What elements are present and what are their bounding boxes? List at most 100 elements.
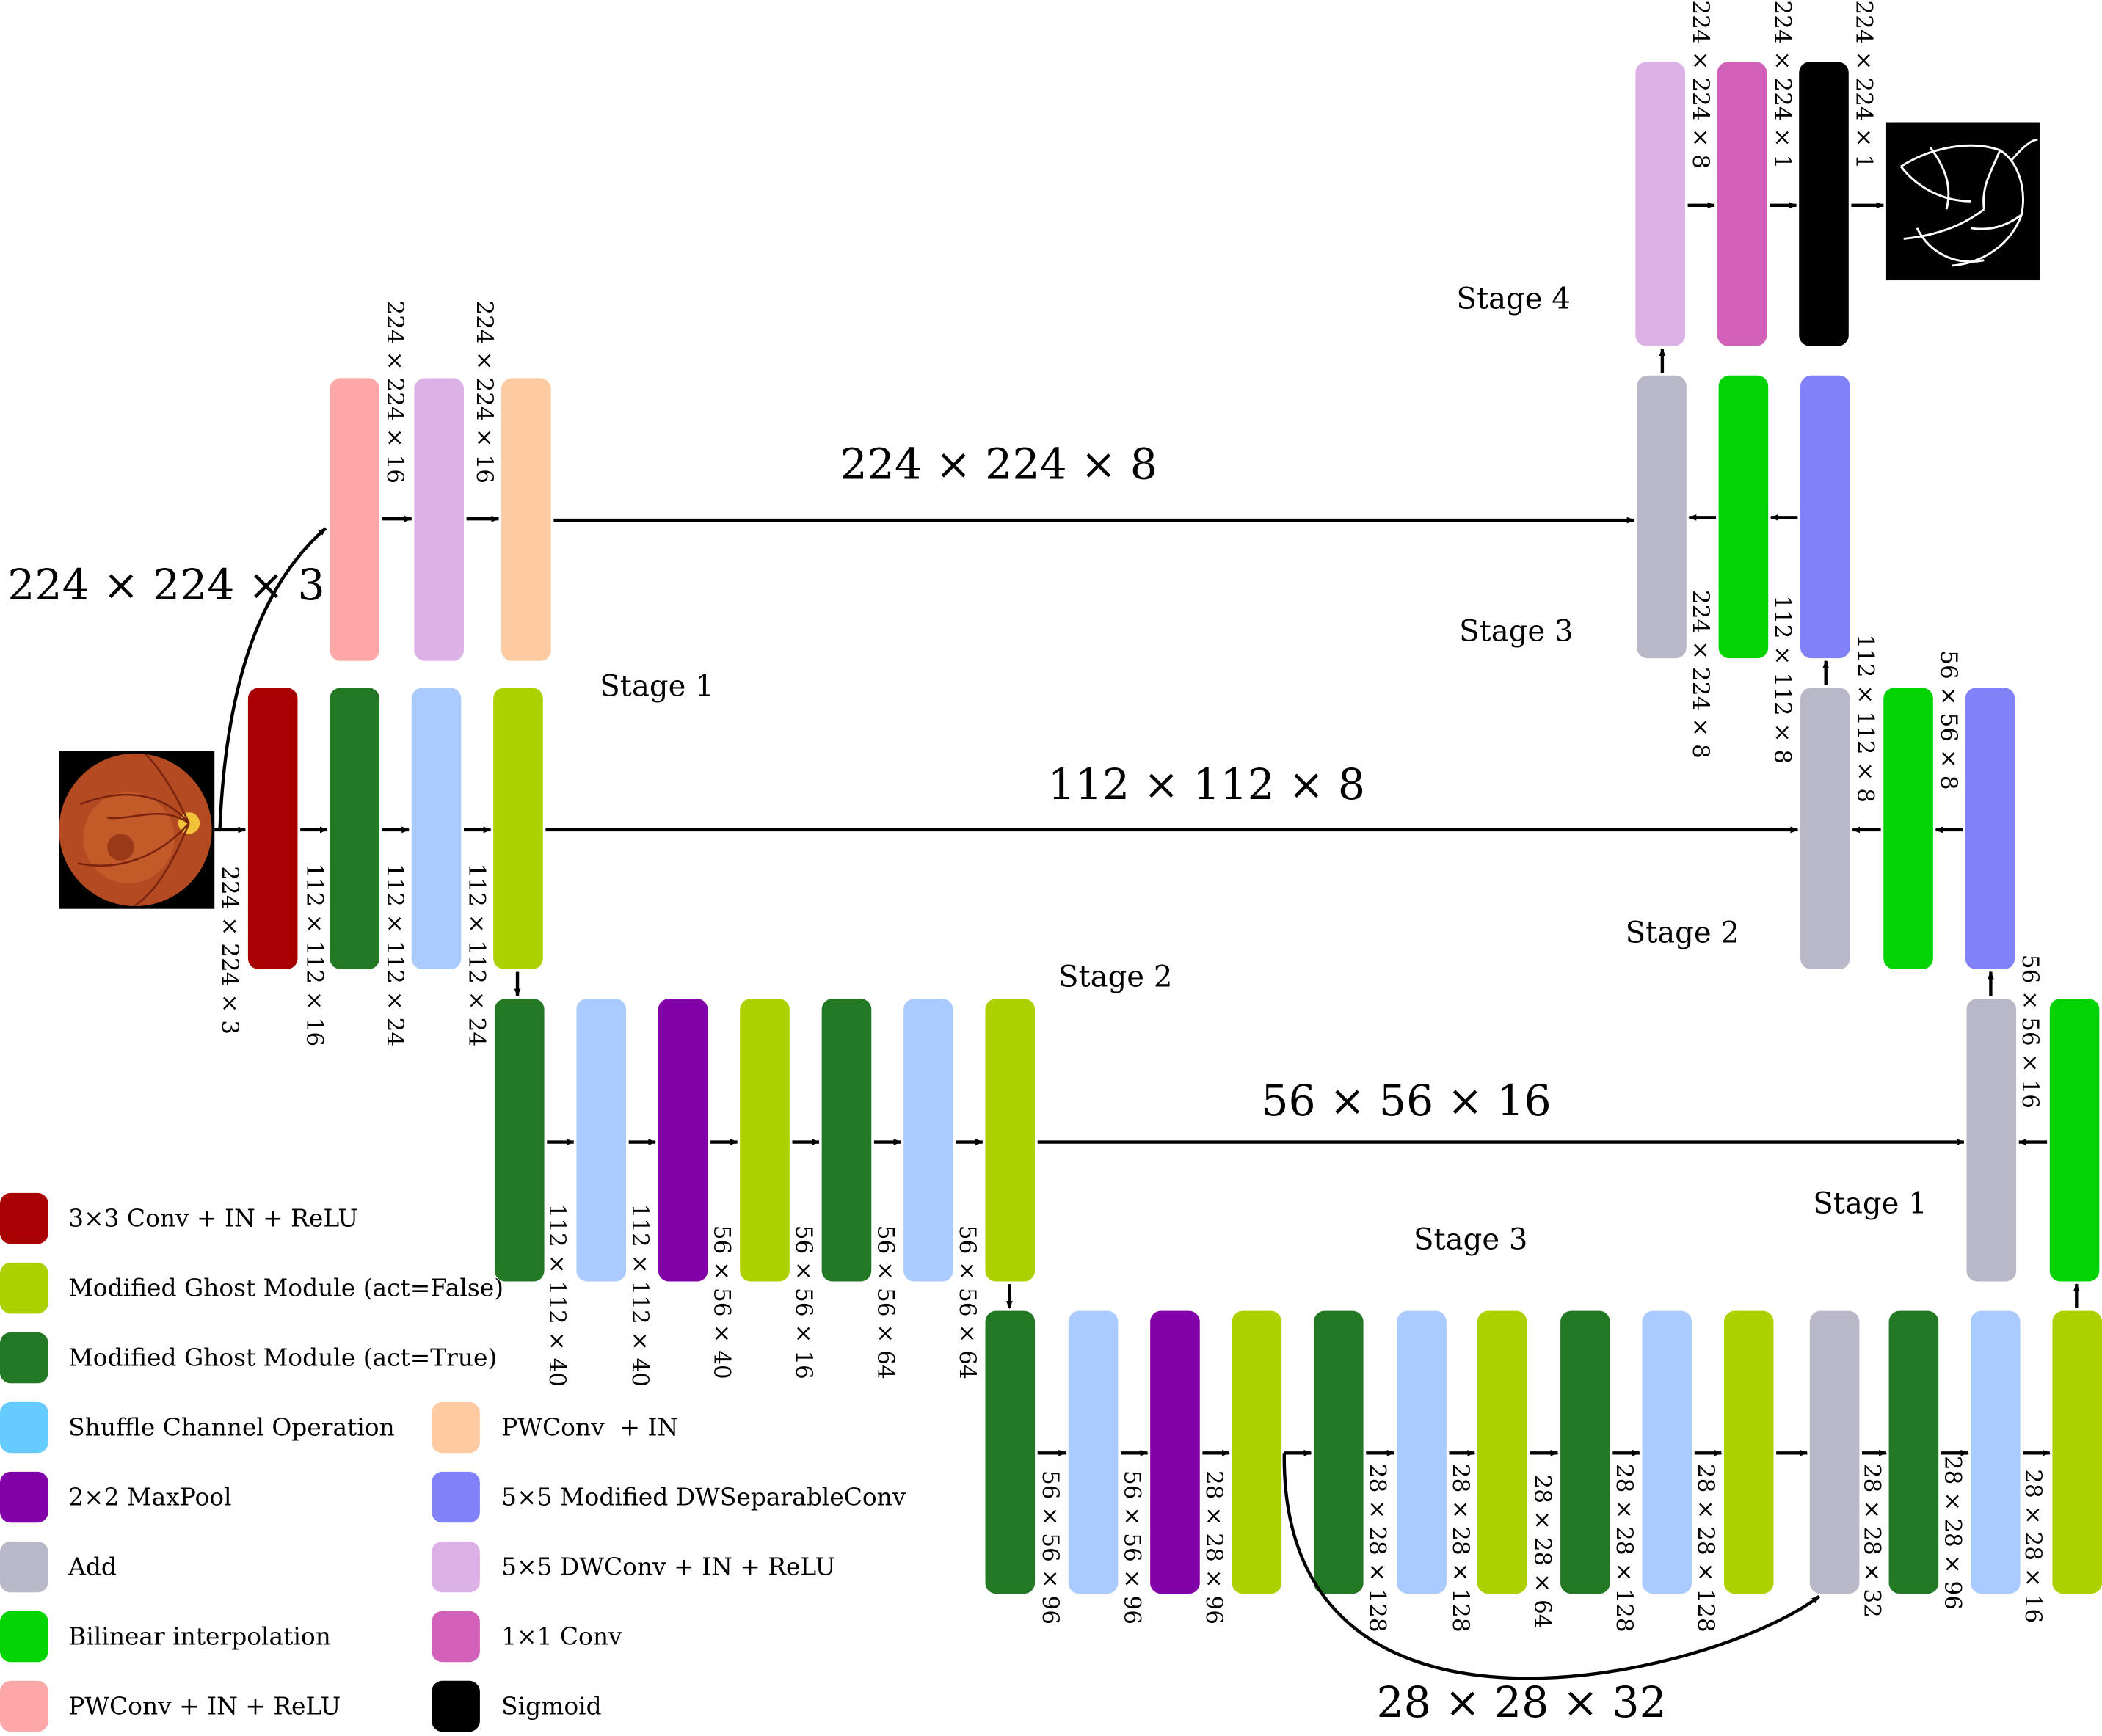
block-shuffle — [412, 688, 462, 969]
legend-label: 5×5 Modified DWSeparableConv — [501, 1483, 906, 1511]
input-image — [59, 751, 214, 909]
block-maxpool — [658, 999, 708, 1281]
block-ghost-act-true — [495, 999, 545, 1281]
legend-label: PWConv + IN + ReLU — [68, 1691, 341, 1720]
stage-label: Stage 1 — [600, 669, 713, 703]
input-size-label: 224 × 224 × 3 — [7, 560, 325, 610]
blocks — [248, 62, 2102, 1594]
dim-label: 112 × 112 × 40 — [627, 1204, 653, 1387]
legend-swatch — [0, 1472, 48, 1522]
dim-label: 28 × 28 × 128 — [1611, 1464, 1637, 1633]
stage-label: Stage 3 — [1414, 1223, 1527, 1257]
block-ghost-act-true — [1314, 1311, 1364, 1594]
legend-label: Modified Ghost Module (act=False) — [68, 1274, 503, 1302]
block-sigmoid — [1799, 62, 1849, 346]
block-ghost-act-false — [1724, 1311, 1774, 1594]
legend-swatch — [432, 1542, 480, 1592]
block-ghost-act-true — [1889, 1311, 1939, 1594]
legend-swatch — [432, 1472, 480, 1522]
block-add — [1810, 1311, 1860, 1594]
block-add — [1967, 999, 2017, 1281]
legend-label: Add — [68, 1552, 117, 1580]
dim-label: 112 × 112 × 8 — [1769, 595, 1795, 764]
dim-label: 28 × 28 × 96 — [1939, 1456, 1965, 1610]
legend-swatch — [432, 1402, 480, 1453]
legend-swatch — [0, 1611, 48, 1662]
block-shuffle — [1069, 1311, 1119, 1594]
dim-label: 56 × 56 × 96 — [1037, 1470, 1063, 1624]
block-ghost-act-false — [986, 999, 1036, 1281]
dim-label: 224 × 224 × 1 — [1769, 0, 1795, 169]
block-ghost-act-false — [2052, 1311, 2102, 1594]
dim-label: 56 × 56 × 96 — [1119, 1470, 1145, 1624]
legend-swatch — [432, 1611, 480, 1662]
skip-label-224: 224 × 224 × 8 — [840, 439, 1158, 489]
dim-label: 224 × 224 × 16 — [471, 300, 498, 484]
stage-label: Stage 2 — [1626, 916, 1739, 949]
legend-swatch — [432, 1681, 480, 1732]
legend-label: Bilinear interpolation — [68, 1622, 331, 1650]
block-ghost-act-false — [740, 999, 790, 1281]
stage-label: Stage 4 — [1456, 282, 1570, 316]
legend-swatch — [0, 1402, 48, 1453]
dim-label: 56 × 56 × 8 — [1935, 650, 1962, 789]
block-bilinear — [1883, 688, 1933, 969]
block-maxpool — [1150, 1311, 1200, 1594]
block-ghost-act-true — [1560, 1311, 1610, 1594]
block-ghost-act-true — [330, 688, 379, 969]
block-ghost-act-false — [493, 688, 543, 969]
block-ghost-act-false — [1232, 1311, 1282, 1594]
legend-swatch — [0, 1681, 48, 1732]
block-shuffle — [1397, 1311, 1447, 1594]
block-pwconv-in — [501, 378, 551, 660]
legend-label: Modified Ghost Module (act=True) — [68, 1343, 497, 1372]
skip-label-28: 28 × 28 × 32 — [1376, 1677, 1666, 1727]
dim-label: 28 × 28 × 64 — [1529, 1475, 1555, 1629]
dim-label: 28 × 28 × 32 — [1859, 1464, 1885, 1618]
legend-swatch — [0, 1263, 48, 1313]
dim-label: 224 × 224 × 16 — [382, 300, 408, 484]
dim-label: 112 × 112 × 24 — [463, 864, 490, 1047]
dim-label: 112 × 112 × 8 — [1852, 634, 1879, 803]
block-shuffle — [1643, 1311, 1692, 1594]
dim-label: 28 × 28 × 128 — [1692, 1464, 1719, 1633]
skip-label-56: 56 × 56 × 16 — [1261, 1076, 1551, 1126]
legend-swatch — [0, 1542, 48, 1592]
legend-swatch — [0, 1332, 48, 1383]
block-dwseparable — [1965, 688, 2015, 969]
block-add — [1637, 376, 1687, 658]
dim-label: 28 × 28 × 128 — [1364, 1464, 1391, 1633]
block-dwconv-in-relu — [414, 378, 464, 660]
block-shuffle — [903, 999, 953, 1281]
block-conv1x1 — [1717, 62, 1767, 346]
dim-label: 56 × 56 × 64 — [954, 1225, 981, 1379]
legend-label: Sigmoid — [501, 1691, 602, 1720]
block-ghost-act-false — [1477, 1311, 1527, 1594]
stage-label: Stage 1 — [1813, 1186, 1927, 1220]
dim-label: 224 × 224 × 1 — [1851, 0, 1877, 169]
dim-label: 224 × 224 × 3 — [217, 866, 243, 1035]
skip-label-112: 112 × 112 × 8 — [1048, 759, 1366, 809]
dim-label: 112 × 112 × 40 — [544, 1204, 570, 1387]
legend-label: Shuffle Channel Operation — [68, 1413, 395, 1442]
legend-label: 1×1 Conv — [501, 1622, 622, 1650]
dim-label: 56 × 56 × 40 — [709, 1225, 735, 1379]
dim-label: 56 × 56 × 64 — [872, 1225, 898, 1379]
legend-swatch — [0, 1193, 48, 1244]
block-add — [1800, 688, 1850, 969]
block-dwconv-in-relu — [1635, 62, 1685, 346]
block-shuffle — [1971, 1311, 2021, 1594]
block-dwseparable — [1800, 376, 1850, 658]
stage-label: Stage 3 — [1459, 614, 1573, 648]
block-ghost-act-true — [986, 1311, 1036, 1594]
stage-label: Stage 2 — [1058, 960, 1172, 994]
dim-label: 56 × 56 × 16 — [2017, 955, 2043, 1109]
block-bilinear — [1719, 376, 1769, 658]
block-ghost-act-true — [822, 999, 872, 1281]
dim-label: 56 × 56 × 16 — [790, 1225, 817, 1379]
dim-label: 112 × 112 × 24 — [382, 864, 408, 1047]
legend-label: 2×2 MaxPool — [68, 1483, 231, 1511]
legend-label: 3×3 Conv + IN + ReLU — [68, 1204, 358, 1233]
dim-label: 112 × 112 × 16 — [301, 864, 327, 1047]
